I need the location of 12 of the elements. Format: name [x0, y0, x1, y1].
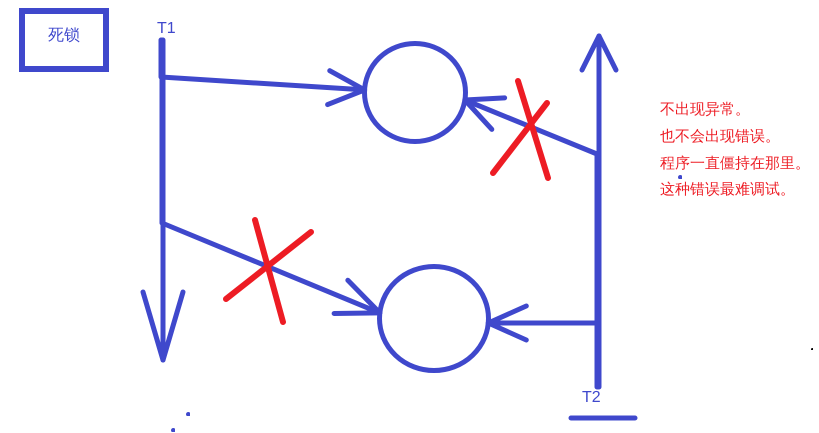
label-box — [19, 8, 109, 72]
resource-circle — [362, 41, 468, 144]
note-text: 不出现异常。 — [660, 100, 750, 118]
arrow — [580, 34, 618, 390]
note-text: 程序一直僵持在那里。 — [660, 154, 810, 172]
thread-label: T1 — [157, 20, 176, 38]
box-label: 死锁 — [48, 26, 80, 44]
thread-label: T2 — [582, 389, 601, 407]
note-text: 这种错误最难调试。 — [660, 180, 795, 198]
arrow — [140, 38, 186, 362]
note-text: 也不会出现错误。 — [660, 127, 780, 145]
resource-circle — [377, 264, 491, 373]
